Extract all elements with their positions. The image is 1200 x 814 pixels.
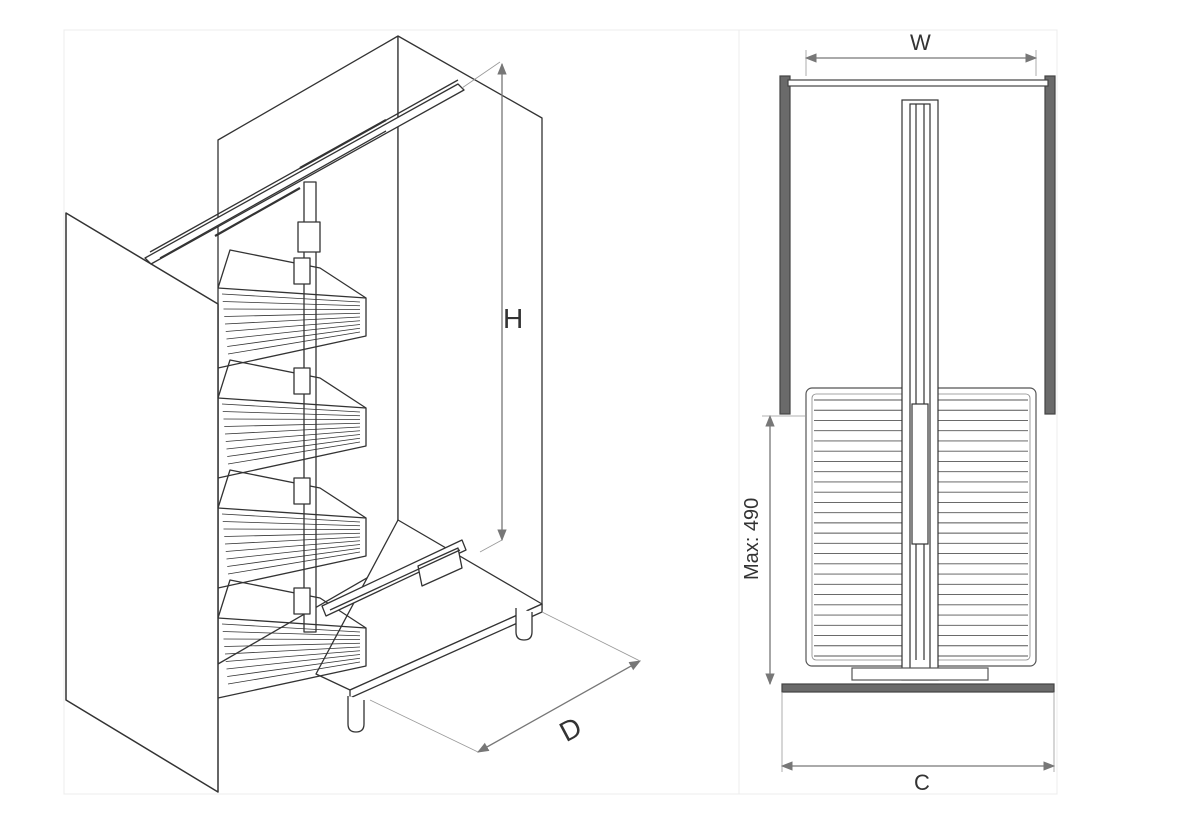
- wire-basket: [217, 249, 367, 369]
- height-dimension: H: [461, 61, 523, 553]
- iso-basket-group: [217, 249, 367, 699]
- left-side-panel: [779, 75, 791, 415]
- cabinet-width-dimension: C: [780, 692, 1056, 795]
- bottom-runner-rail: [321, 539, 467, 617]
- cabinet-leg: [347, 696, 365, 733]
- cabinet-leg: [515, 608, 533, 641]
- right-side-panel: [1044, 75, 1056, 415]
- wire-basket: [217, 469, 367, 589]
- top-view: [779, 75, 1056, 693]
- width-dimension: W: [804, 30, 1038, 76]
- wire-basket: [217, 359, 367, 479]
- right-drawing-frame: [738, 29, 1058, 795]
- width-label: W: [910, 30, 931, 55]
- bottom-panel: [781, 683, 1055, 693]
- max-extension-label: Max: 490: [741, 498, 763, 580]
- cabinet-width-label: C: [914, 770, 930, 795]
- max-extension-dimension: Max: 490: [741, 414, 806, 686]
- wire-basket: [217, 579, 367, 699]
- central-rail: [901, 99, 939, 681]
- depth-label: D: [554, 711, 586, 748]
- back-panel: [787, 79, 1049, 87]
- height-label: H: [503, 303, 523, 334]
- isometric-view: [65, 35, 543, 793]
- top-runner-rail: [144, 79, 465, 265]
- bottom-base-plate: [851, 667, 989, 681]
- cabinet-left-panel: [65, 212, 219, 793]
